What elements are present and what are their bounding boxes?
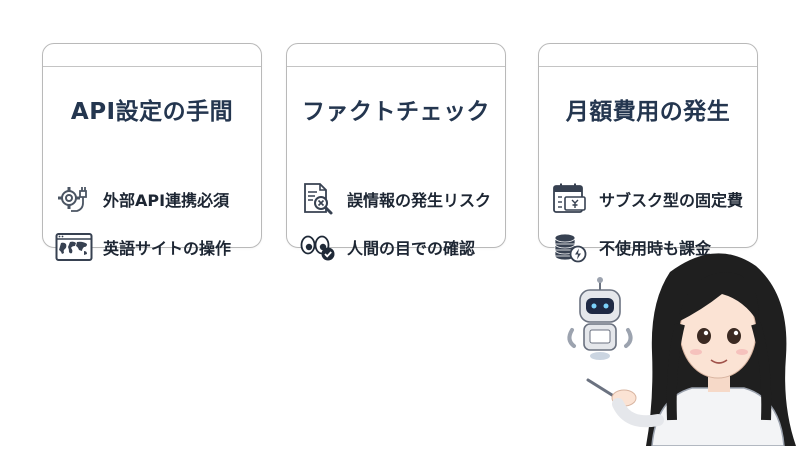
- list-item: サブスク型の固定費: [551, 182, 753, 216]
- item-label: 英語サイトの操作: [103, 239, 232, 258]
- card-header-strip: [287, 44, 505, 67]
- item-label: 外部API連携必須: [103, 191, 230, 210]
- list-item: 英語サイトの操作: [55, 230, 257, 264]
- woman-with-robot-illustration: [548, 232, 800, 447]
- list-item: 外部API連携必須: [55, 182, 257, 216]
- eyes-check-icon: [299, 230, 337, 264]
- item-label: サブスク型の固定費: [599, 191, 744, 210]
- world-map-window-icon: [55, 230, 93, 264]
- list-item: 誤情報の発生リスク: [299, 182, 501, 216]
- card-monthly-cost: 月額費用の発生 サブスク型の固定費: [538, 43, 758, 263]
- card-title: 月額費用の発生: [565, 99, 731, 125]
- card-header-strip: [539, 44, 757, 67]
- coins-lightning-icon: [551, 230, 589, 264]
- item-label: 誤情報の発生リスク: [347, 191, 492, 210]
- card-title: ファクトチェック: [302, 99, 490, 125]
- card-api-setup: API設定の手間 外部API連携必須: [42, 43, 262, 261]
- item-label: 人間の目での確認: [347, 239, 476, 258]
- gear-plug-icon: [55, 182, 93, 216]
- card-header-strip: [43, 44, 261, 67]
- list-item: 不使用時も課金: [551, 230, 753, 264]
- card-fact-check: ファクトチェック 誤情報の発生リスク: [286, 43, 506, 261]
- document-magnifier-icon: [299, 182, 337, 216]
- card-title: API設定の手間: [70, 99, 234, 125]
- calendar-yen-icon: [551, 182, 589, 216]
- item-label: 不使用時も課金: [599, 239, 712, 258]
- list-item: 人間の目での確認: [299, 230, 501, 264]
